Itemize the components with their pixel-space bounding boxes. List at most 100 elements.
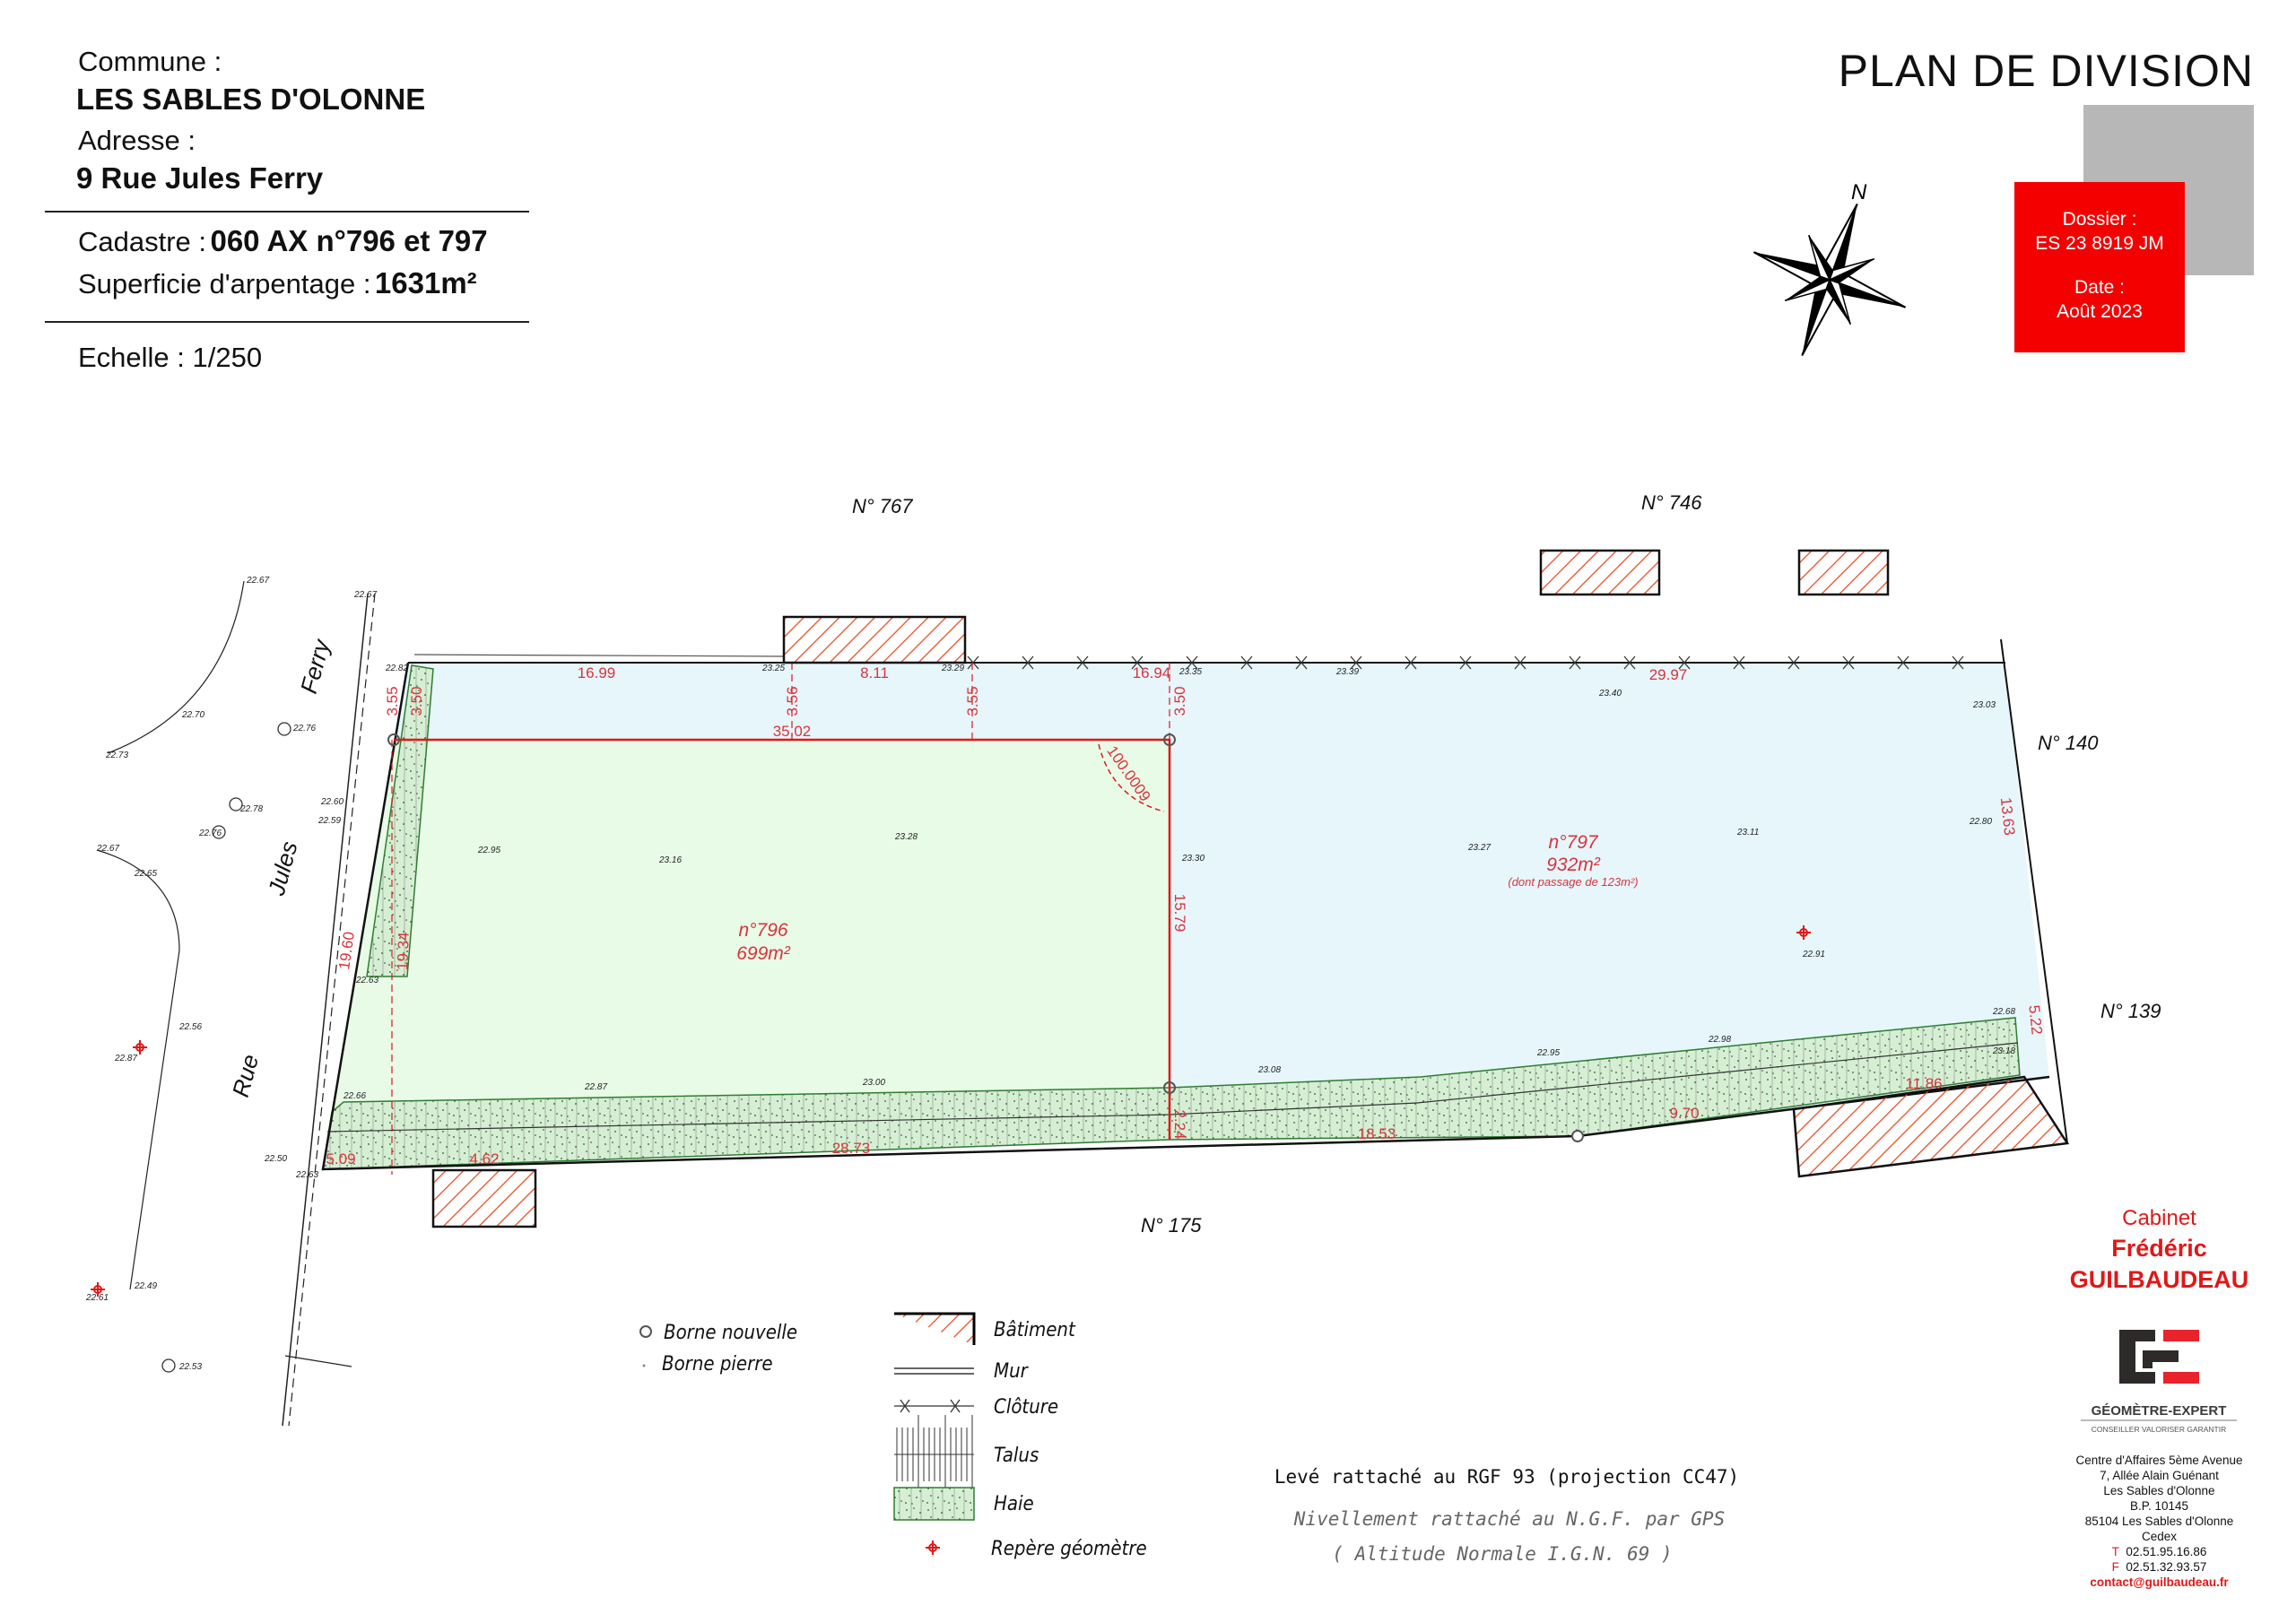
page-title: PLAN DE DIVISION xyxy=(1838,46,2254,96)
fence-cross-icon xyxy=(1350,655,1362,670)
commune-value: LES SABLES D'OLONNE xyxy=(76,82,426,116)
borne-nouvelle-marker xyxy=(1163,1081,1176,1094)
cadastre-line: Cadastre : 060 AX n°796 et 797 xyxy=(78,224,488,258)
spot-height: 23.18 xyxy=(1992,1046,2015,1056)
dimension-label: 18.53 xyxy=(1358,1125,1396,1142)
address-line: B.P. 10145 xyxy=(2129,1499,2189,1513)
note-nivellement: Nivellement rattaché au N.G.F. par GPS xyxy=(1293,1508,1725,1530)
spot-height: 22.65 xyxy=(134,869,157,879)
adresse-value: 9 Rue Jules Ferry xyxy=(76,161,324,195)
building xyxy=(782,615,967,664)
dimension-label: 16.99 xyxy=(578,664,616,681)
dossier-value: ES 23 8919 JM xyxy=(2035,233,2164,254)
address-line: Cedex xyxy=(2141,1530,2178,1543)
spot-height: 22.68 xyxy=(1992,1007,2015,1017)
fence-cross-icon xyxy=(1131,655,1144,670)
angle-arc xyxy=(1098,743,1165,812)
talus-line xyxy=(326,1042,2019,1133)
legend-mur: Mur xyxy=(994,1360,1030,1383)
fence-cross-icon xyxy=(1295,655,1308,670)
borne-nouvelle-marker xyxy=(1163,733,1176,746)
batiment-icon xyxy=(894,1312,976,1345)
cabinet-line2: Frédéric xyxy=(2111,1235,2207,1262)
neighbour-139: N° 139 xyxy=(2100,1000,2161,1022)
superficie-line: Superficie d'arpentage : 1631m² xyxy=(78,266,477,300)
fax-line: F 02.51.32.93.57 xyxy=(2045,1559,2274,1575)
divider xyxy=(45,321,529,323)
dimension-label: 3.55 xyxy=(384,686,401,716)
spot-height: 22.91 xyxy=(1802,950,1825,959)
dimension-label: 28.73 xyxy=(832,1140,871,1157)
spot-height: 23.08 xyxy=(1257,1065,1281,1075)
fence-cross-icon xyxy=(1569,655,1581,670)
spot-height: 23.30 xyxy=(1181,854,1205,864)
echelle: Echelle : 1/250 xyxy=(78,342,263,373)
dimension-label: 15.79 xyxy=(1171,894,1188,933)
talus-icon xyxy=(894,1415,974,1494)
parcel-boundary xyxy=(2000,638,2068,1144)
dimension-label: 8.11 xyxy=(860,664,889,681)
spot-height: 23.16 xyxy=(658,855,682,865)
building xyxy=(1539,549,1661,596)
cabinet-name: Cabinet Frédéric GUILBAUDEAU xyxy=(2045,1206,2274,1294)
phone-label: T xyxy=(2111,1545,2119,1558)
road-curb xyxy=(96,849,180,1290)
fax-number: 02.51.32.93.57 xyxy=(2126,1560,2207,1574)
spot-height: 22.87 xyxy=(584,1082,607,1092)
date-label: Date : xyxy=(2074,277,2126,298)
note-rgf93: Levé rattaché au RGF 93 (projection CC47… xyxy=(1274,1466,1739,1488)
borne-nouvelle-icon xyxy=(639,1325,652,1338)
cadastre-value: 060 AX n°796 et 797 xyxy=(210,224,488,257)
cabinet-address: Centre d'Affaires 5ème Avenue 7, Allée A… xyxy=(2045,1453,2274,1590)
neighbour-175: N° 175 xyxy=(1141,1214,1202,1237)
spot-height: 23.29 xyxy=(941,664,964,673)
spot-height: 22.61 xyxy=(85,1293,109,1303)
dimension-label: 2.24 xyxy=(1171,1109,1188,1139)
address-line: 85104 Les Sables d'Olonne xyxy=(2084,1515,2234,1528)
fence-cross-icon xyxy=(1842,655,1855,670)
spot-height: 23.35 xyxy=(1178,667,1202,677)
dimension-leaders xyxy=(391,663,1170,1175)
fence-cross-icon xyxy=(1186,655,1198,670)
dossier-label: Dossier : xyxy=(2062,209,2137,230)
legend-cloture: Clôture xyxy=(994,1396,1058,1419)
legend-talus: Talus xyxy=(994,1445,1039,1467)
parcel-797-area xyxy=(394,663,2049,1140)
fence-cross-icon xyxy=(1459,655,1472,670)
dossier-box: Dossier : ES 23 8919 JM Date : Août 2023 xyxy=(2014,182,2185,352)
spot-height: 22.87 xyxy=(114,1054,137,1063)
spot-height: 23.25 xyxy=(761,664,785,673)
parcel-796-number: n°796 xyxy=(738,920,787,941)
dimension-label: 5.22 xyxy=(2025,1004,2045,1036)
road-edge xyxy=(282,593,369,1427)
wall-north xyxy=(413,654,785,657)
legend-batiment: Bâtiment xyxy=(994,1319,1076,1341)
spot-height: 22.67 xyxy=(246,576,269,586)
address-line: Les Sables d'Olonne xyxy=(2103,1484,2215,1497)
borne-pierre-icon xyxy=(642,1364,646,1367)
spot-height: 22.59 xyxy=(317,816,341,826)
fence-line xyxy=(967,655,1964,670)
dimension-label: 11.86 xyxy=(1905,1075,1942,1092)
superficie-label: Superficie d'arpentage : xyxy=(78,268,371,299)
fax-label: F xyxy=(2111,1560,2119,1574)
spot-height: 23.03 xyxy=(1972,700,1996,710)
email-link[interactable]: contact@guilbaudeau.fr xyxy=(2090,1575,2229,1589)
dimension-label: 16.94 xyxy=(1133,664,1171,681)
spot-height: 22.95 xyxy=(477,846,500,855)
north-arrow-icon xyxy=(1752,203,1907,357)
cabinet-line3: GUILBAUDEAU xyxy=(2069,1266,2249,1293)
cloture-icon xyxy=(894,1399,974,1413)
divider xyxy=(45,211,529,213)
hedge-west xyxy=(366,664,434,977)
spot-height: 22.76 xyxy=(292,724,316,733)
address-line: 7, Allée Alain Guénant xyxy=(2100,1469,2219,1482)
fence-cross-icon xyxy=(1787,655,1800,670)
spot-height: 22.80 xyxy=(1969,817,1992,827)
fence-cross-icon xyxy=(1678,655,1691,670)
parcel-797-note: (dont passage de 123m²) xyxy=(1508,875,1638,889)
fence-cross-icon xyxy=(1076,655,1089,670)
dimension-label: 3.56 xyxy=(784,686,801,716)
building xyxy=(431,1168,537,1228)
repere-geometre-icon xyxy=(926,1541,940,1555)
